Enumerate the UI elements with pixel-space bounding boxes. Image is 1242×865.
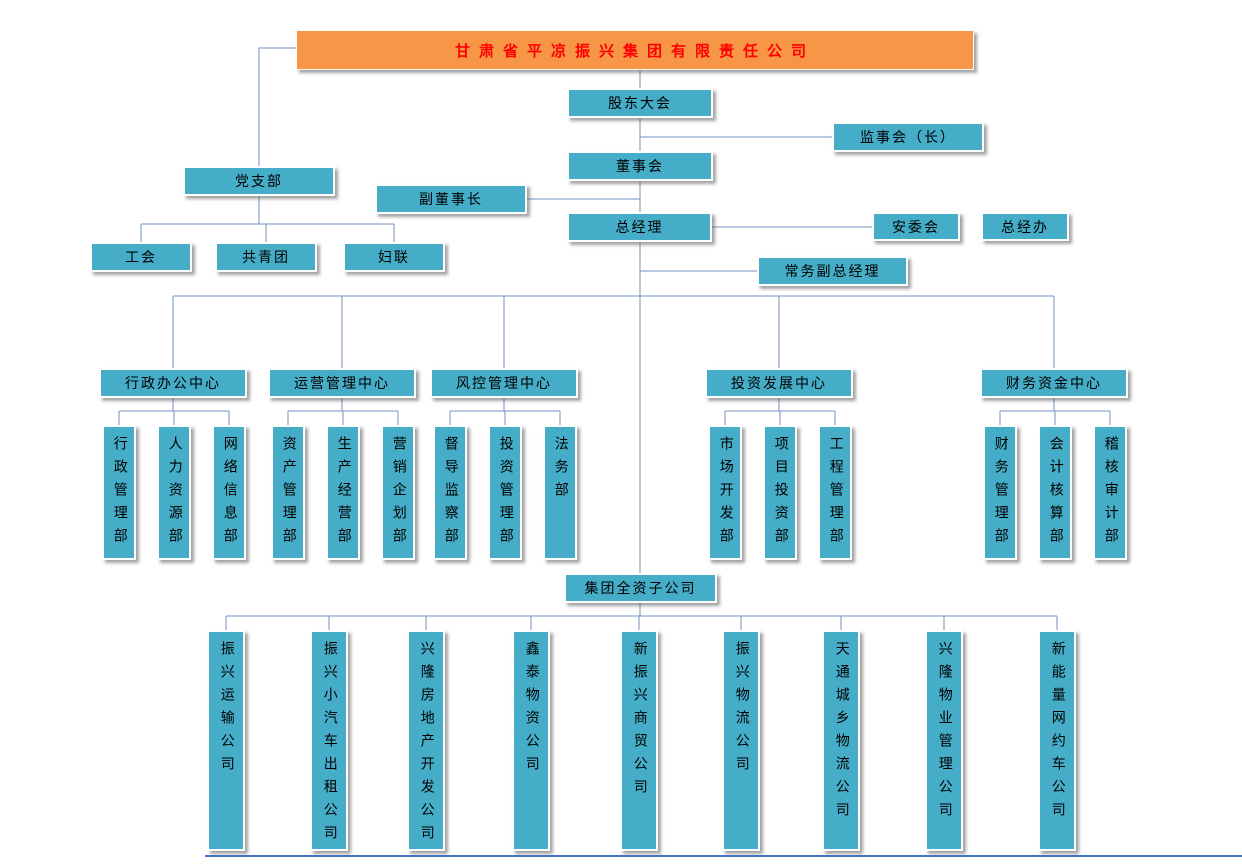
subsidiary-label: 振兴物流公司 [733,641,750,779]
center-risk-control: 风控管理中心 [430,368,578,398]
center-operations: 运营管理中心 [268,368,416,398]
subsidiary-node: 天通城乡物流公司 [822,630,860,851]
subsidiary-node: 振兴运输公司 [207,630,245,851]
dept-node: 生产经营部 [326,425,360,560]
node-executive-deputy-gm: 常务副总经理 [757,256,908,286]
subsidiary-label: 鑫泰物资公司 [523,641,540,779]
dept-label: 人力资源部 [166,436,183,551]
subsidiary-label: 天通城乡物流公司 [833,641,850,825]
dept-label: 财务管理部 [992,436,1009,551]
dept-label: 行政管理部 [111,436,128,551]
node-labor-union: 工会 [90,242,192,272]
dept-label: 督导监察部 [442,436,459,551]
node-women-federation: 妇联 [343,242,445,272]
subsidiary-label: 振兴小汽车出租公司 [321,641,338,848]
dept-label: 生产经营部 [335,436,352,551]
dept-node: 稽核审计部 [1093,425,1127,560]
subsidiary-node: 鑫泰物资公司 [512,630,550,851]
dept-node: 督导监察部 [433,425,467,560]
subsidiary-label: 振兴运输公司 [218,641,235,779]
node-subsidiaries-header: 集团全资子公司 [564,573,717,603]
subsidiary-label: 新振兴商贸公司 [631,641,648,802]
subsidiary-node: 新振兴商贸公司 [620,630,658,851]
dept-node: 工程管理部 [818,425,852,560]
node-safety-committee: 安委会 [872,212,960,241]
node-party-branch: 党支部 [183,166,335,196]
subsidiary-node: 振兴物流公司 [722,630,760,851]
dept-node: 财务管理部 [983,425,1017,560]
node-board-of-directors: 董事会 [567,151,713,181]
subsidiary-node: 新能量网约车公司 [1038,630,1076,851]
dept-node: 人力资源部 [157,425,191,560]
dept-label: 会计核算部 [1047,436,1064,551]
subsidiary-label: 新能量网约车公司 [1049,641,1066,825]
dept-label: 项目投资部 [772,436,789,551]
dept-node: 会计核算部 [1038,425,1072,560]
company-title: 甘肃省平凉振兴集团有限责任公司 [296,30,974,70]
subsidiary-node: 兴隆房地产开发公司 [407,630,445,851]
node-vice-chairman: 副董事长 [375,184,527,214]
node-youth-league: 共青团 [215,242,317,272]
dept-label: 网络信息部 [221,436,238,551]
dept-label: 营销企划部 [390,436,407,551]
node-general-manager: 总经理 [567,212,712,242]
dept-label: 工程管理部 [827,436,844,551]
dept-node: 行政管理部 [102,425,136,560]
dept-label: 法务部 [552,436,569,505]
node-shareholders-meeting: 股东大会 [567,88,713,118]
page-border-bottom [205,855,1242,857]
dept-label: 市场开发部 [717,436,734,551]
subsidiary-label: 兴隆物业管理公司 [936,641,953,825]
subsidiary-node: 兴隆物业管理公司 [925,630,963,851]
dept-node: 资产管理部 [271,425,305,560]
dept-node: 营销企划部 [381,425,415,560]
dept-node: 法务部 [543,425,577,560]
dept-label: 稽核审计部 [1102,436,1119,551]
dept-label: 资产管理部 [280,436,297,551]
subsidiary-label: 兴隆房地产开发公司 [418,641,435,848]
subsidiary-node: 振兴小汽车出租公司 [310,630,348,851]
dept-label: 投资管理部 [497,436,514,551]
node-gm-office: 总经办 [981,212,1069,241]
dept-node: 市场开发部 [708,425,742,560]
center-finance: 财务资金中心 [980,368,1128,398]
dept-node: 项目投资部 [763,425,797,560]
dept-node: 投资管理部 [488,425,522,560]
node-supervisory-board: 监事会（长） [832,122,984,152]
dept-node: 网络信息部 [212,425,246,560]
center-admin-office: 行政办公中心 [99,368,247,398]
center-investment-dev: 投资发展中心 [705,368,853,398]
